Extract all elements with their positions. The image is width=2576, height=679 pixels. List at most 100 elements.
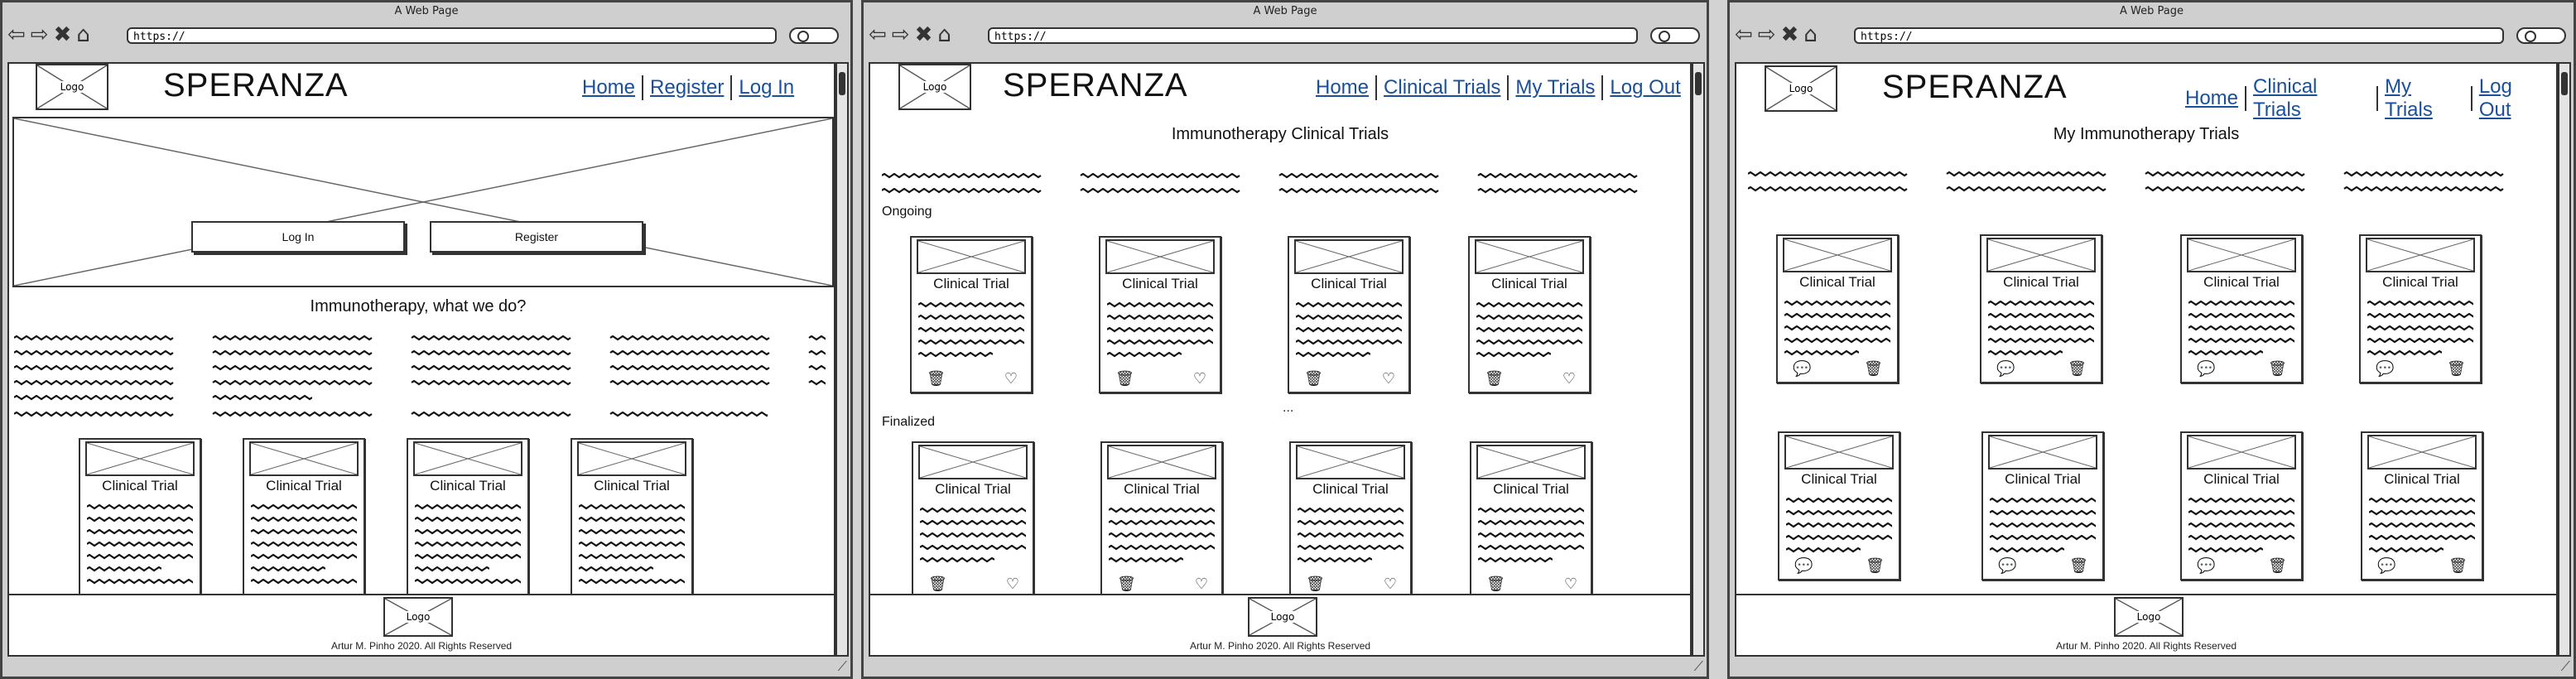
vertical-scrollbar[interactable] <box>835 62 849 657</box>
trial-card[interactable]: Clinical Trial 💬 🗑 <box>1776 234 1899 383</box>
back-arrow-icon[interactable]: ⇦ <box>869 22 887 47</box>
search-box[interactable] <box>1650 27 1700 44</box>
trial-card[interactable]: Clinical Trial <box>243 438 365 595</box>
resize-handle-icon[interactable]: ⟋ <box>2560 658 2570 674</box>
stop-icon[interactable]: ✖ <box>53 22 72 47</box>
url-bar[interactable]: https:// <box>988 27 1638 44</box>
home-icon[interactable]: ⌂ <box>1803 22 1818 47</box>
trash-icon[interactable]: 🗑 <box>1306 575 1325 593</box>
heart-icon[interactable]: ♡ <box>1194 575 1208 593</box>
footer-logo[interactable]: Logo <box>1248 597 1317 637</box>
forward-arrow-icon[interactable]: ⇨ <box>1757 22 1776 47</box>
trial-card[interactable]: Clinical Trial 💬 🗑 <box>2361 431 2483 580</box>
trash-icon[interactable]: 🗑 <box>1115 370 1134 388</box>
comment-icon[interactable]: 💬 <box>1793 360 1812 378</box>
trash-icon[interactable]: 🗑 <box>2448 557 2468 575</box>
url-bar[interactable]: https:// <box>1854 27 2504 44</box>
nav-home[interactable]: Home <box>1316 76 1370 99</box>
heart-icon[interactable]: ♡ <box>1005 575 1019 593</box>
trash-icon[interactable]: 🗑 <box>927 370 946 388</box>
nav-my-trials[interactable]: My Trials <box>2385 75 2433 121</box>
heart-icon[interactable]: ♡ <box>1004 370 1018 388</box>
resize-handle-icon[interactable]: ⟋ <box>837 658 847 674</box>
trash-icon[interactable]: 🗑 <box>2068 360 2087 378</box>
trash-icon[interactable]: 🗑 <box>2069 557 2088 575</box>
trial-card[interactable]: Clinical Trial <box>571 438 693 595</box>
comment-icon[interactable]: 💬 <box>1998 557 2017 575</box>
site-logo[interactable]: Logo <box>1765 65 1837 112</box>
hero-login-button[interactable]: Log In <box>191 221 405 253</box>
nav-register[interactable]: Register <box>650 76 725 99</box>
trial-card-title: Clinical Trial <box>266 478 342 494</box>
trash-icon[interactable]: 🗑 <box>1866 557 1885 575</box>
trial-card[interactable]: Clinical Trial 🗑 ♡ <box>1470 441 1592 599</box>
heart-icon[interactable]: ♡ <box>1383 575 1397 593</box>
back-arrow-icon[interactable]: ⇦ <box>7 22 26 47</box>
trash-icon[interactable]: 🗑 <box>1864 360 1883 378</box>
back-arrow-icon[interactable]: ⇦ <box>1735 22 1753 47</box>
search-box[interactable] <box>2516 27 2566 44</box>
home-icon[interactable]: ⌂ <box>937 22 951 47</box>
vertical-scrollbar[interactable] <box>2558 62 2571 657</box>
resize-handle-icon[interactable]: ⟋ <box>1693 658 1703 674</box>
home-icon[interactable]: ⌂ <box>76 22 90 47</box>
nav-my-trials[interactable]: My Trials <box>1515 76 1596 99</box>
trial-card[interactable]: Clinical Trial 💬 🗑 <box>2180 431 2303 580</box>
forward-arrow-icon[interactable]: ⇨ <box>30 22 49 47</box>
trial-card[interactable]: Clinical Trial 🗑 ♡ <box>1099 236 1221 393</box>
comment-icon[interactable]: 💬 <box>2197 360 2216 378</box>
comment-icon[interactable]: 💬 <box>1794 557 1813 575</box>
nav-clinical-trials[interactable]: Clinical Trials <box>1384 76 1501 99</box>
nav-clinical-trials[interactable]: Clinical Trials <box>2253 75 2318 121</box>
trash-icon[interactable]: 🗑 <box>2268 360 2287 378</box>
footer-logo[interactable]: Logo <box>383 597 453 637</box>
trial-card-title: Clinical Trial <box>1493 481 1569 497</box>
trash-icon[interactable]: 🗑 <box>928 575 947 593</box>
site-logo[interactable]: Logo <box>36 64 108 110</box>
trial-card[interactable]: Clinical Trial 💬 🗑 <box>2180 234 2303 383</box>
stop-icon[interactable]: ✖ <box>914 22 933 47</box>
heart-icon[interactable]: ♡ <box>1562 370 1576 388</box>
heart-icon[interactable]: ♡ <box>1192 370 1206 388</box>
search-box[interactable] <box>789 27 839 44</box>
trial-card[interactable]: Clinical Trial 💬 🗑 <box>1981 431 2104 580</box>
scrollbar-thumb[interactable] <box>1695 72 1702 95</box>
stop-icon[interactable]: ✖ <box>1780 22 1799 47</box>
comment-icon[interactable]: 💬 <box>2376 360 2395 378</box>
trial-card[interactable]: Clinical Trial <box>79 438 201 595</box>
trial-card[interactable]: Clinical Trial 🗑 ♡ <box>1289 441 1412 599</box>
comment-icon[interactable]: 💬 <box>1996 360 2015 378</box>
site-logo[interactable]: Logo <box>898 64 971 110</box>
trial-card[interactable]: Clinical Trial 💬 🗑 <box>1778 431 1900 580</box>
heart-icon[interactable]: ♡ <box>1381 370 1395 388</box>
heart-icon[interactable]: ♡ <box>1563 575 1577 593</box>
trash-icon[interactable]: 🗑 <box>1117 575 1136 593</box>
nav-logout[interactable]: Log Out <box>2478 75 2512 121</box>
trial-card[interactable]: Clinical Trial <box>407 438 529 595</box>
trash-icon[interactable]: 🗑 <box>1486 575 1505 593</box>
footer-logo[interactable]: Logo <box>2114 597 2184 637</box>
trial-card[interactable]: Clinical Trial 🗑 ♡ <box>1288 236 1410 393</box>
trial-card[interactable]: Clinical Trial 🗑 ♡ <box>912 441 1034 599</box>
nav-login[interactable]: Log In <box>739 76 795 99</box>
nav-logout[interactable]: Log Out <box>1610 76 1681 99</box>
trial-card[interactable]: Clinical Trial 🗑 ♡ <box>1100 441 1223 599</box>
url-bar[interactable]: https:// <box>127 27 777 44</box>
scrollbar-thumb[interactable] <box>2561 72 2568 95</box>
nav-home[interactable]: Home <box>2185 87 2239 109</box>
trash-icon[interactable]: 🗑 <box>1485 370 1504 388</box>
nav-home[interactable]: Home <box>582 76 636 99</box>
comment-icon[interactable]: 💬 <box>2377 557 2396 575</box>
scrollbar-thumb[interactable] <box>839 72 845 95</box>
hero-register-button[interactable]: Register <box>430 221 643 253</box>
comment-icon[interactable]: 💬 <box>2197 557 2216 575</box>
trial-card[interactable]: Clinical Trial 💬 🗑 <box>1980 234 2102 383</box>
trial-card[interactable]: Clinical Trial 🗑 ♡ <box>1468 236 1591 393</box>
forward-arrow-icon[interactable]: ⇨ <box>891 22 910 47</box>
trash-icon[interactable]: 🗑 <box>1304 370 1323 388</box>
trial-card[interactable]: Clinical Trial 🗑 ♡ <box>910 236 1033 393</box>
vertical-scrollbar[interactable] <box>1692 62 1705 657</box>
trash-icon[interactable]: 🗑 <box>2268 557 2287 575</box>
trial-card[interactable]: Clinical Trial 💬 🗑 <box>2359 234 2482 383</box>
trash-icon[interactable]: 🗑 <box>2447 360 2466 378</box>
